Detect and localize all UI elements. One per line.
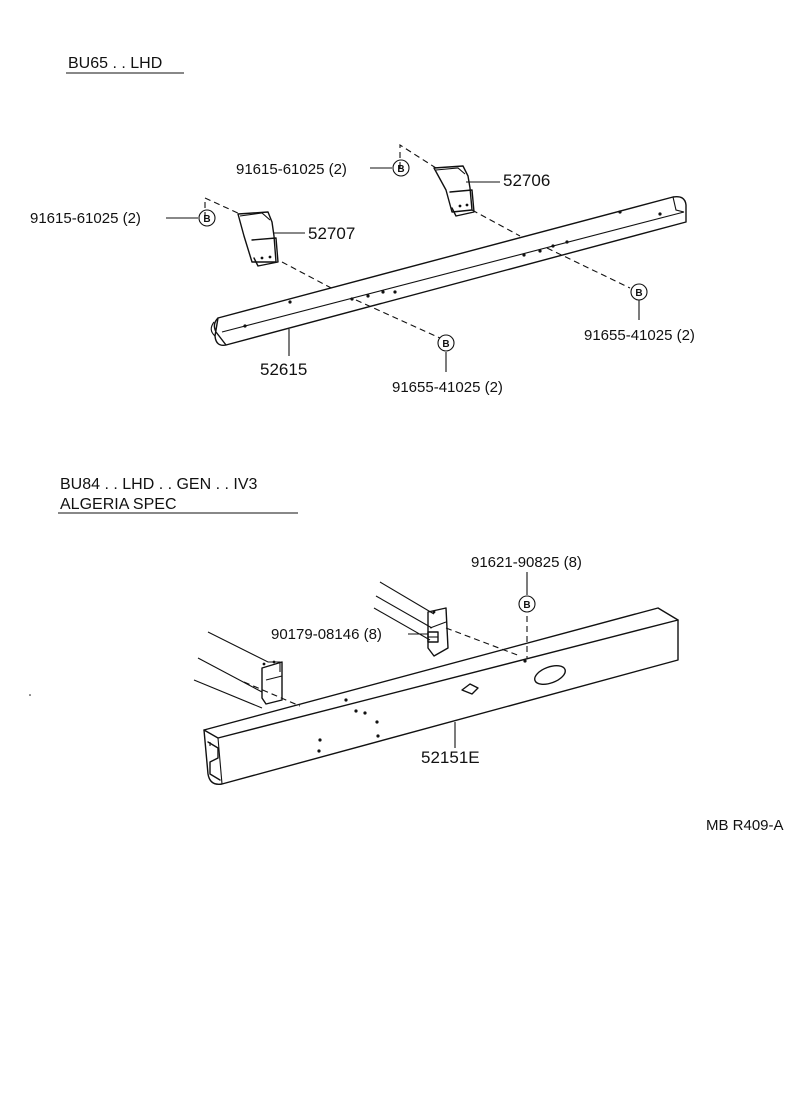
svg-text:B: B (442, 339, 449, 350)
cross-member-left (193, 631, 301, 709)
cross-member-mid (373, 581, 449, 657)
label-bracket-52706: 52706 (503, 171, 550, 190)
marker-b-lower-right: B (630, 283, 648, 301)
label-bracket-52707: 52707 (308, 224, 355, 243)
label-bolt-upper-left: 91615-61025 (2) (30, 210, 141, 227)
section-bu65: BU65 . . LHD (30, 55, 695, 396)
label-nut-90179-08146: 90179-08146 (8) (271, 626, 382, 643)
rail-52615 (210, 195, 687, 346)
leader-lines-section-1 (166, 167, 640, 372)
section-1-header: BU65 . . LHD (68, 55, 162, 72)
marker-b-lower-mid: B (437, 334, 455, 352)
section-bu84: BU84 . . LHD . . GEN . . IV3 ALGERIA SPE… (58, 476, 679, 785)
svg-text:B: B (203, 214, 210, 225)
svg-text:B: B (397, 164, 404, 175)
marker-b-section-2: B (518, 595, 536, 613)
label-bolt-upper-right: 91615-61025 (2) (236, 161, 347, 178)
nut-90179-08146 (427, 631, 439, 643)
alignment-lines-section-2 (445, 616, 528, 658)
label-rail-52615: 52615 (260, 360, 307, 379)
section-2-header-line-1: BU84 . . LHD . . GEN . . IV3 (60, 476, 258, 493)
svg-text:B: B (635, 288, 642, 299)
marker-b-upper-left: B (198, 209, 216, 227)
frame-52151e (203, 607, 679, 785)
alignment-lines-section-1 (204, 143, 631, 339)
bracket-52706 (433, 165, 475, 217)
leader-lines-section-2 (408, 572, 528, 748)
section-2-header-line-2: ALGERIA SPEC (60, 496, 177, 513)
svg-text:B: B (523, 600, 530, 611)
label-nut-lower-right: 91655-41025 (2) (584, 327, 695, 344)
label-nut-lower-mid: 91655-41025 (2) (392, 379, 503, 396)
label-bolt-91621-90825: 91621-90825 (8) (471, 554, 582, 571)
label-frame-52151e: 52151E (421, 748, 480, 767)
marker-b-upper-right: B (392, 159, 410, 177)
bracket-52707 (237, 211, 279, 267)
stray-dot (29, 694, 31, 696)
figure-code: MB R409-A (706, 817, 784, 834)
